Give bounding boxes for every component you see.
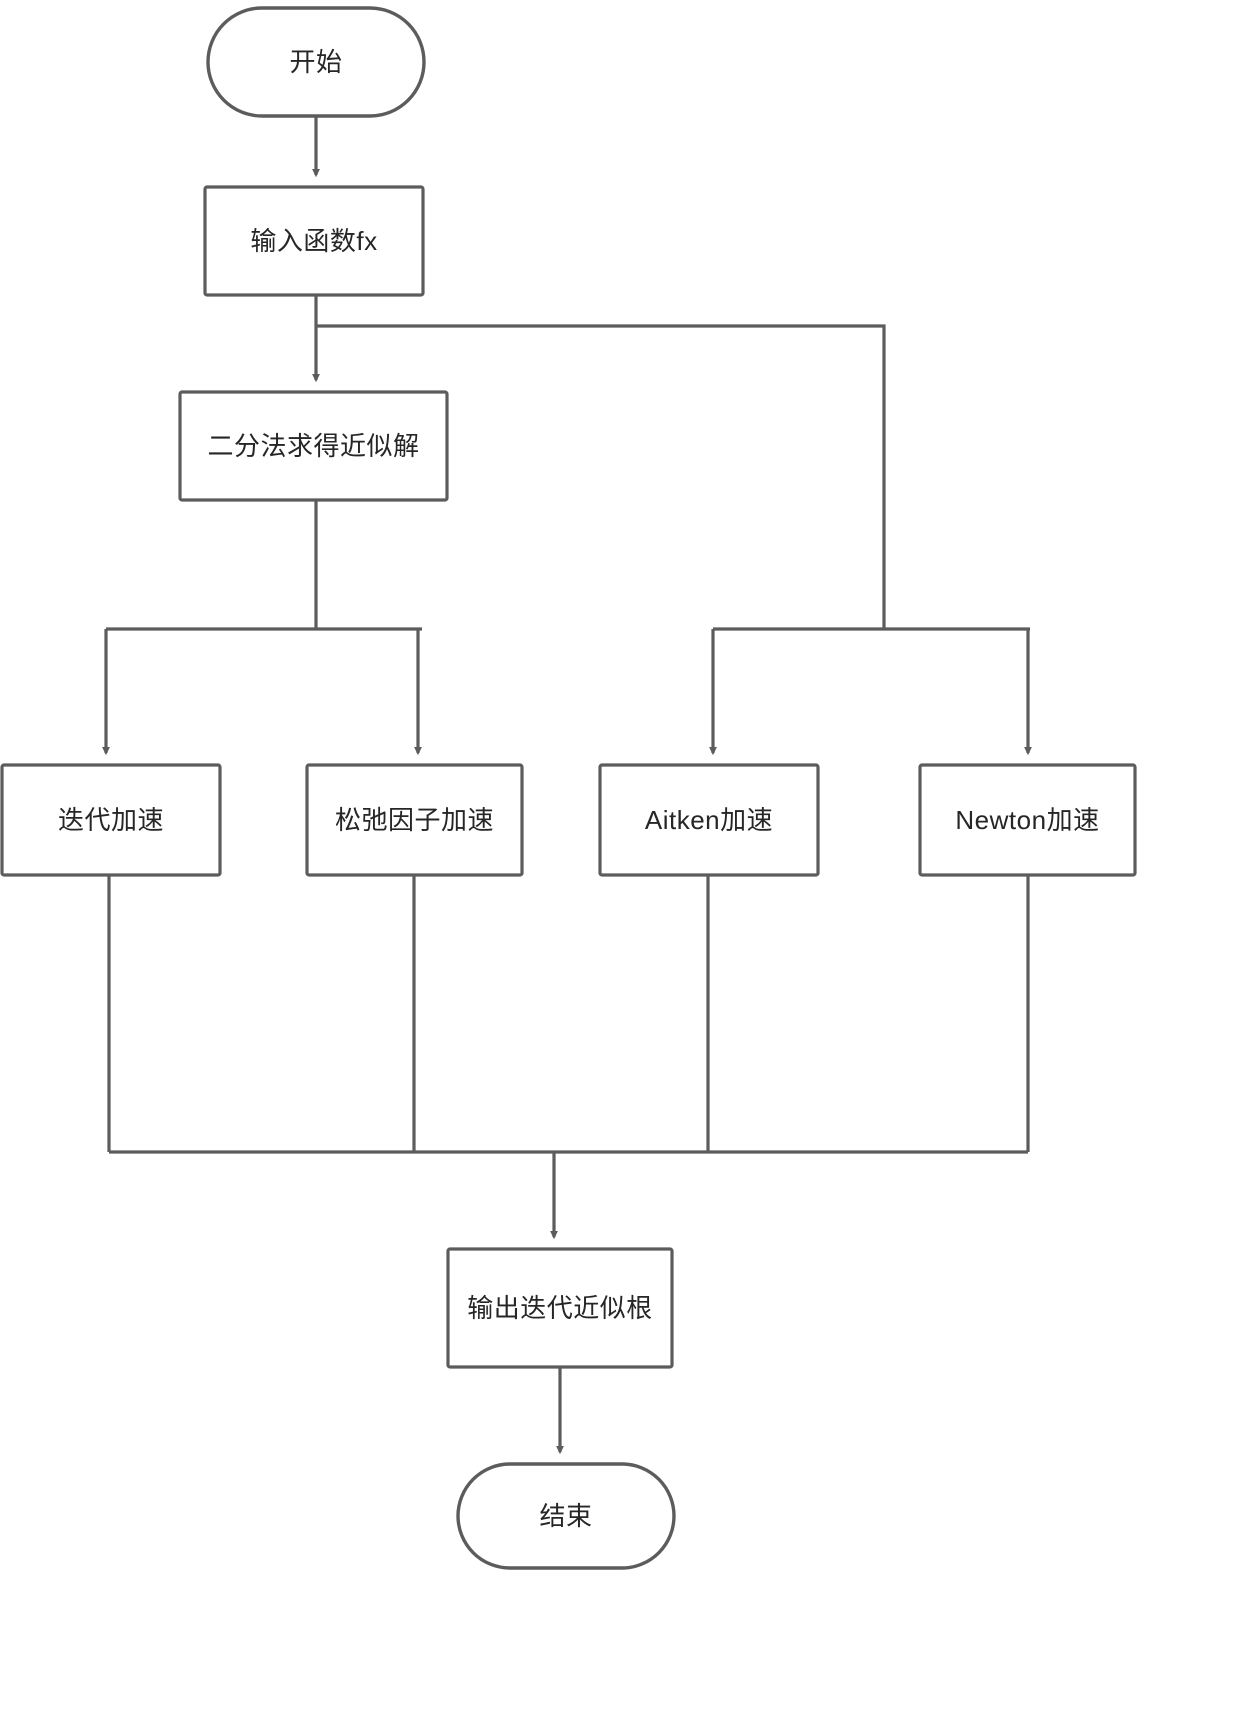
node-shape-newton-accel[interactable] bbox=[918, 763, 1137, 877]
node-shape-output-root[interactable] bbox=[446, 1247, 674, 1369]
node-shape-relax-accel[interactable] bbox=[305, 763, 524, 877]
node-shape-aitken-accel[interactable] bbox=[598, 763, 820, 877]
node-shape-end[interactable] bbox=[456, 1462, 676, 1570]
node-shape-input-fx[interactable] bbox=[203, 185, 425, 297]
node-layer bbox=[0, 6, 1137, 1570]
edge-input-to-right-bus bbox=[316, 324, 886, 629]
node-shape-bisection[interactable] bbox=[178, 390, 449, 502]
edge-layer bbox=[102, 116, 1032, 1455]
node-shape-start[interactable] bbox=[206, 6, 426, 118]
node-shape-iter-accel[interactable] bbox=[0, 763, 222, 877]
